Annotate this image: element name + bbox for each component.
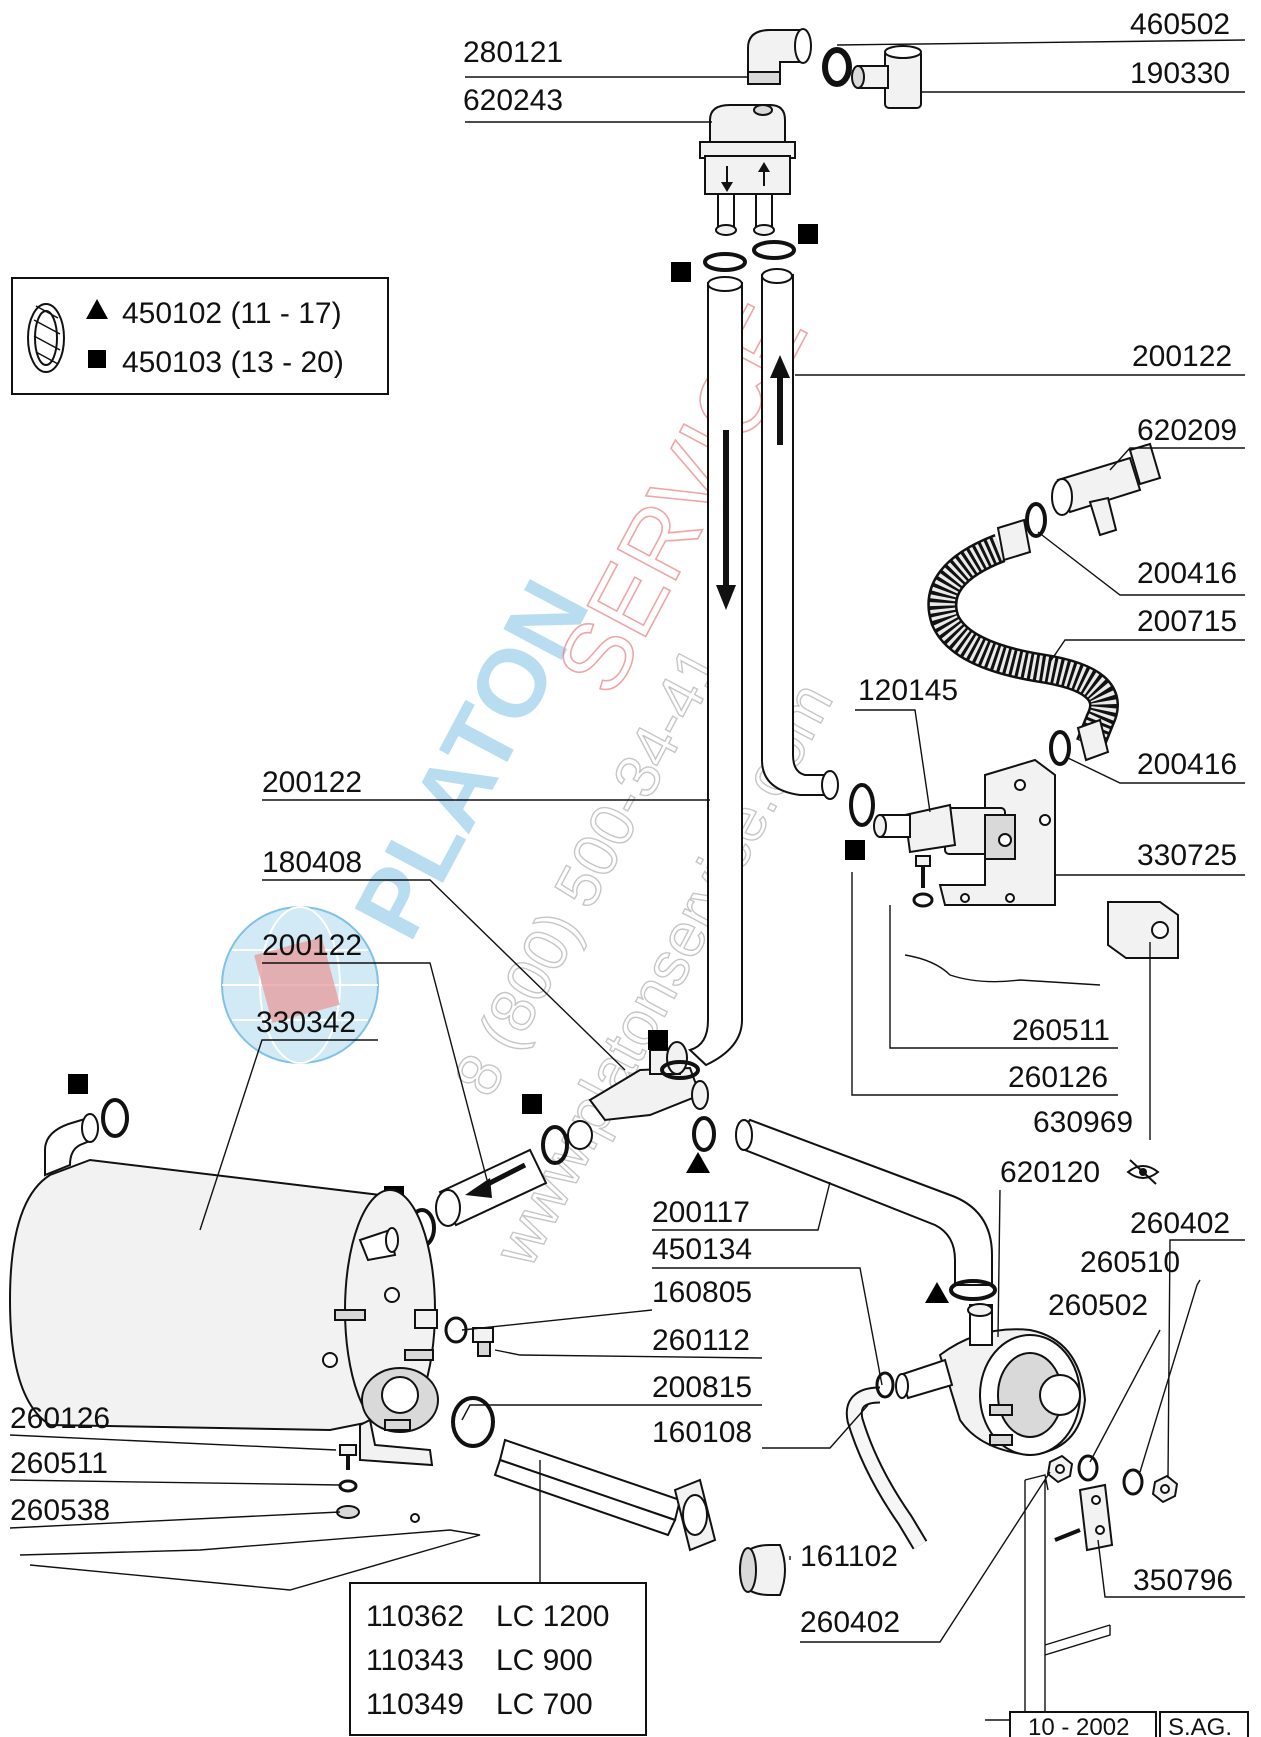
label-460502: 460502	[1130, 8, 1230, 41]
label-260112: 260112	[652, 1324, 750, 1357]
bolt-icon	[336, 1444, 360, 1519]
label-200117: 200117	[652, 1196, 750, 1229]
tee-fitting-icon	[851, 45, 922, 109]
flexible-hose-icon	[927, 518, 1119, 762]
label-190330: 190330	[1130, 57, 1230, 90]
washer-ring-icon	[1025, 502, 1047, 538]
triangle-marker-icon	[86, 299, 108, 319]
o-ring-icon	[451, 1396, 495, 1448]
pump-bracket-icon	[1054, 1483, 1114, 1552]
gasket-ring-icon	[822, 47, 852, 87]
heating-element-icon	[493, 1438, 717, 1552]
plug-screw-icon	[472, 1327, 494, 1357]
heater-row-model: LC 900	[496, 1644, 593, 1677]
label-200122-top: 200122	[1132, 340, 1232, 373]
nut-icon	[1046, 1454, 1074, 1484]
eye-icon	[1126, 1159, 1160, 1185]
label-330725: 330725	[1137, 839, 1237, 872]
square-marker-icon	[68, 1074, 88, 1094]
label-260511-right: 260511	[1012, 1014, 1110, 1047]
square-marker-icon	[798, 224, 818, 244]
tee-junction	[522, 1030, 716, 1173]
heater-row-code: 110349	[366, 1688, 464, 1721]
label-260510: 260510	[1080, 1246, 1180, 1279]
square-marker-icon	[648, 1030, 668, 1050]
inlet-fitting-icon	[1051, 442, 1162, 537]
boiler	[8, 1074, 439, 1467]
valve-assembly	[845, 442, 1179, 986]
legend-triangle-text: 450102 (11 - 17)	[122, 297, 342, 330]
label-180408: 180408	[262, 846, 362, 879]
label-160108: 160108	[652, 1416, 752, 1449]
label-620243: 620243	[463, 84, 563, 117]
footer-stamp: 10 - 2002 S.AG.	[1009, 1711, 1249, 1737]
label-350796: 350796	[1133, 1564, 1233, 1597]
outlet-hose	[845, 1371, 928, 1550]
part-number-labels: 280121 620243 460502 190330 200122 62020…	[10, 8, 1237, 1639]
heater-row-code: 110362	[366, 1600, 464, 1633]
triangle-marker-icon	[686, 1152, 710, 1173]
heater-row-code: 110343	[366, 1644, 464, 1677]
pump	[895, 1303, 1087, 1457]
label-260126-left: 260126	[10, 1402, 110, 1435]
legend-square-text: 450103 (13 - 20)	[122, 346, 344, 379]
elbow-fitting-icon	[747, 29, 801, 76]
screw-icon	[912, 855, 934, 908]
square-marker-icon	[845, 840, 865, 860]
footer-date: 10 - 2002	[1028, 1714, 1129, 1737]
label-260511-left: 260511	[10, 1447, 108, 1480]
label-330342: 330342	[256, 1006, 356, 1039]
heater-element-table: 110362 LC 1200 110343 LC 900 110349 LC 7…	[349, 1582, 647, 1736]
label-200416-b: 200416	[1137, 748, 1237, 781]
watermark-globe-icon	[221, 906, 379, 1064]
label-160805: 160805	[652, 1276, 752, 1309]
label-200815: 200815	[652, 1371, 752, 1404]
nut-icon	[1151, 1474, 1179, 1504]
washer-ring-icon	[1049, 730, 1071, 766]
label-450134: 450134	[652, 1233, 752, 1266]
top-assembly	[671, 28, 922, 282]
label-200122-left: 200122	[262, 929, 362, 962]
label-200416-a: 200416	[1137, 557, 1237, 590]
steam-block-icon	[699, 104, 796, 236]
label-260502: 260502	[1048, 1289, 1148, 1322]
label-200715: 200715	[1137, 605, 1237, 638]
square-marker-icon	[88, 350, 106, 368]
square-marker-icon	[671, 262, 691, 282]
drain-hose	[735, 1118, 997, 1303]
heater-row-model: LC 1200	[496, 1600, 609, 1633]
leader-lines	[9, 39, 1246, 1643]
label-161102: 161102	[800, 1540, 898, 1573]
label-200122-mid: 200122	[262, 766, 362, 799]
triangle-marker-icon	[925, 1282, 949, 1303]
cover-cap-icon	[738, 1544, 786, 1596]
square-marker-icon	[522, 1094, 542, 1114]
solenoid-coil-icon	[1107, 901, 1179, 959]
solenoid-valve-icon	[873, 803, 1016, 860]
label-260402-bottom: 260402	[800, 1606, 900, 1639]
label-620209: 620209	[1137, 414, 1237, 447]
label-620120: 620120	[1000, 1156, 1100, 1189]
label-260126-right: 260126	[1008, 1061, 1108, 1094]
label-260402-top: 260402	[1130, 1207, 1230, 1240]
label-120145: 120145	[858, 674, 958, 707]
connector-pipe	[384, 1148, 548, 1248]
heater-row-model: LC 700	[496, 1688, 593, 1721]
label-630969: 630969	[1033, 1106, 1133, 1139]
clamp-legend: 450102 (11 - 17) 450103 (13 - 20)	[11, 277, 389, 395]
hose-clamp-icon	[27, 303, 65, 373]
label-280121: 280121	[463, 36, 563, 69]
vertical-hoses	[688, 268, 839, 1067]
label-260538: 260538	[10, 1494, 110, 1527]
footer-tag: S.AG.	[1168, 1714, 1232, 1737]
